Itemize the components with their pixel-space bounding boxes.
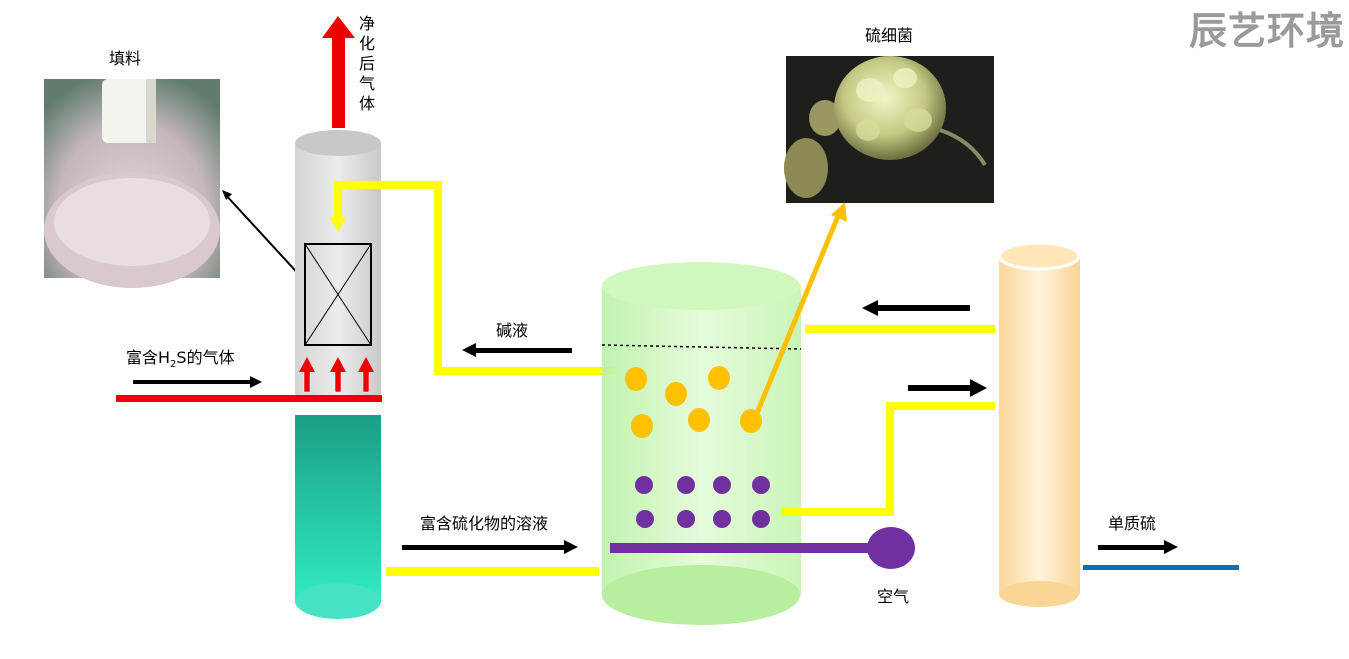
bioreactor-tank [601,262,802,625]
purified-gas-label: 净化后气体 [358,14,375,113]
h2s-inlet-pipe [116,395,382,402]
air-inlet [610,527,915,569]
alkali-return-pipe [334,181,616,375]
separator-feed-pipe [782,402,995,516]
packing-photo [44,79,220,288]
h2s-flow-arrow [133,376,262,388]
separator-feed-arrow [908,379,987,397]
air-label: 空气 [877,587,910,606]
sulfur-outlet-pipe [1083,565,1239,570]
bacteria-photo [784,56,994,203]
bacteria-label: 硫细菌 [865,26,914,45]
separator-return-arrow [862,300,970,316]
bacteria-pointer-line [752,215,841,419]
sulfur-particles [625,366,762,438]
packing-bed [304,243,372,346]
packing-pointer-arrowhead [222,190,232,200]
alkali-return-arrowhead [330,218,346,232]
sulfide-particles [635,476,770,528]
sulfide-solution-label: 富含硫化物的溶液 [420,514,549,533]
h2s-gas-label: 富含H2S的气体 [126,348,235,371]
sulfur-outlet-arrow [1098,540,1178,554]
purified-gas-arrow [322,16,355,128]
bacteria-pointer-arrowhead [831,202,847,222]
gas-rise-arrows [299,357,374,393]
sulfur-separator [997,241,1081,607]
alkali-label: 碱液 [496,321,529,340]
brand-logo-text: 辰艺环境 [1188,9,1345,53]
alkali-flow-arrow [462,343,572,357]
sulfide-feed-pipe [386,567,599,576]
elemental-sulfur-label: 单质硫 [1108,514,1157,533]
separator-return-pipe [805,325,995,333]
packing-label: 填料 [109,49,142,68]
packing-pointer-line [223,192,305,281]
sulfide-flow-arrow [402,540,578,554]
